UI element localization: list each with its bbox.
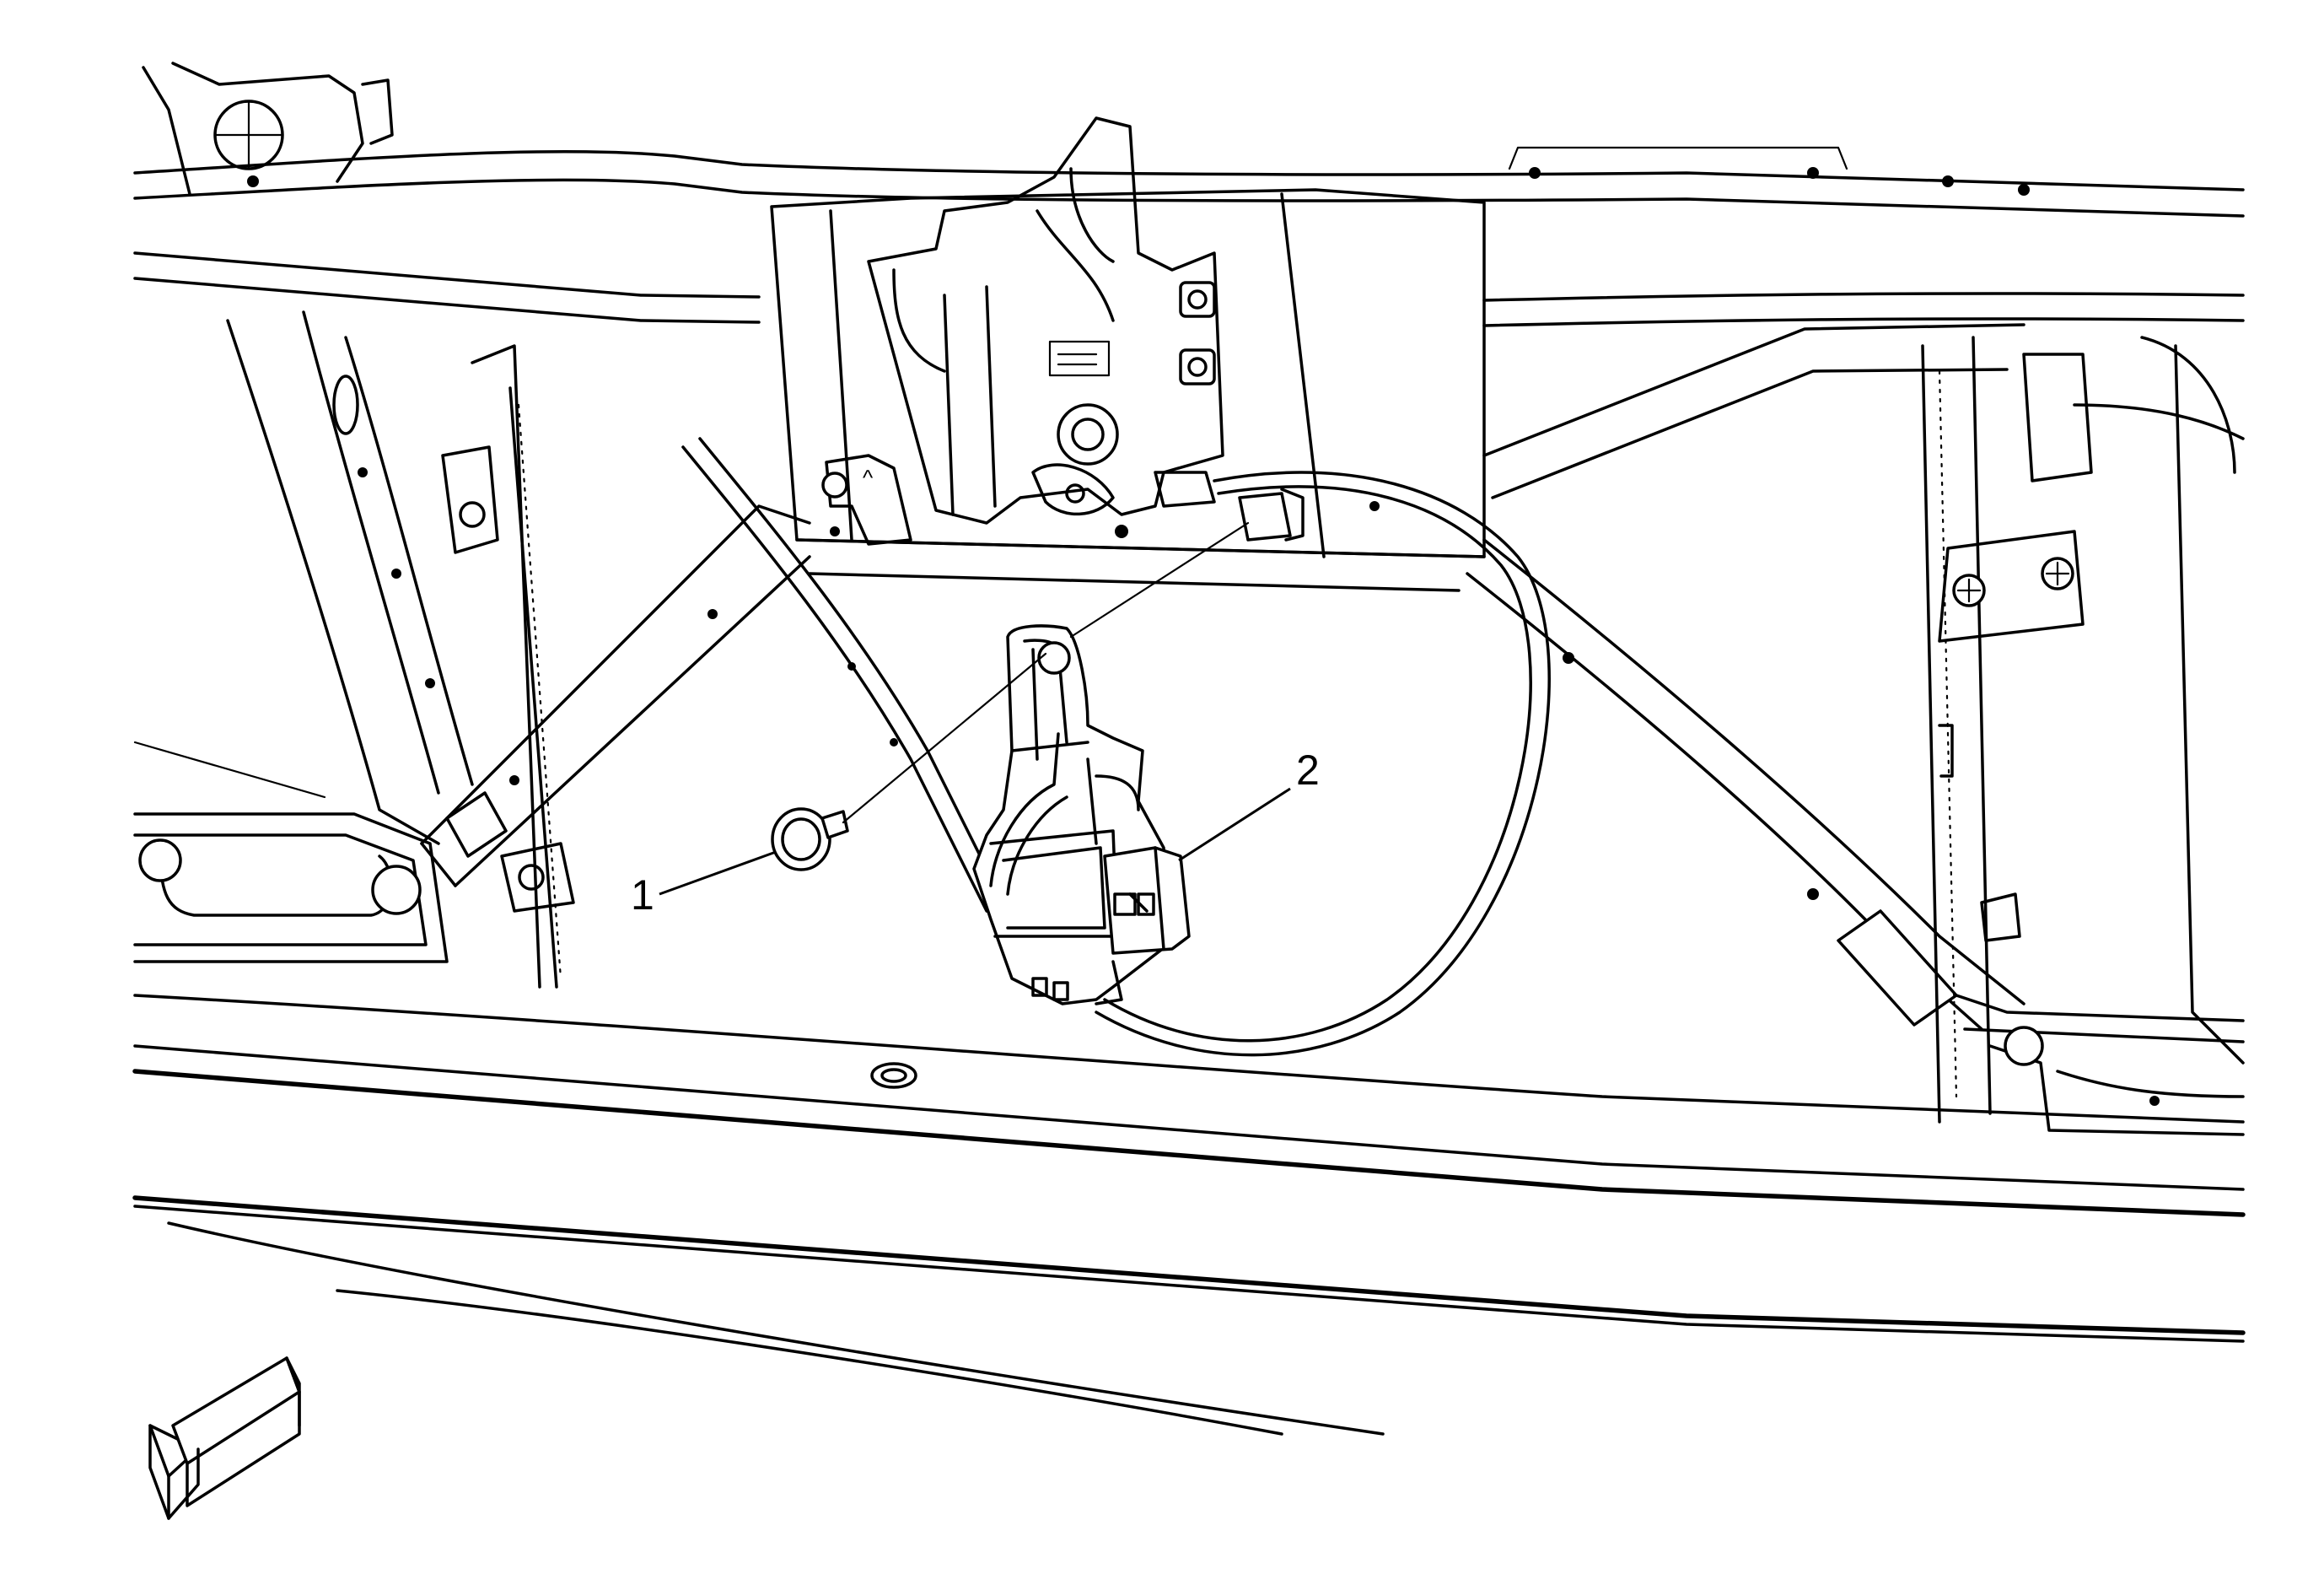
right-cross-brace [1466,323,2025,1031]
callout-1: 1 [631,850,777,919]
hood-latch-assembly: ^ [770,116,1486,558]
upper-left-bracket [142,62,394,196]
right-headlamp-bracket [1955,994,2245,1136]
exploded-view-lines [842,521,1250,824]
left-vertical-support [226,310,474,845]
center-lower-beam [795,538,1486,592]
upper-radiator-support [133,146,2245,327]
left-headlamp-bracket [133,741,575,963]
left-radiator [441,344,562,989]
right-radiator [1921,336,2245,1124]
forward-arrow-icon [148,1356,301,1520]
hood-latch-switch [972,624,1191,1005]
svg-text:^: ^ [863,465,874,490]
left-cross-brace [420,504,811,887]
release-cable [681,437,1551,1057]
callout-2: 2 [1178,747,1320,862]
switch-bolt [771,807,849,871]
lower-front-beam [132,994,2246,1436]
callout-1-label: 1 [631,871,654,919]
callout-2-label: 2 [1296,747,1320,794]
